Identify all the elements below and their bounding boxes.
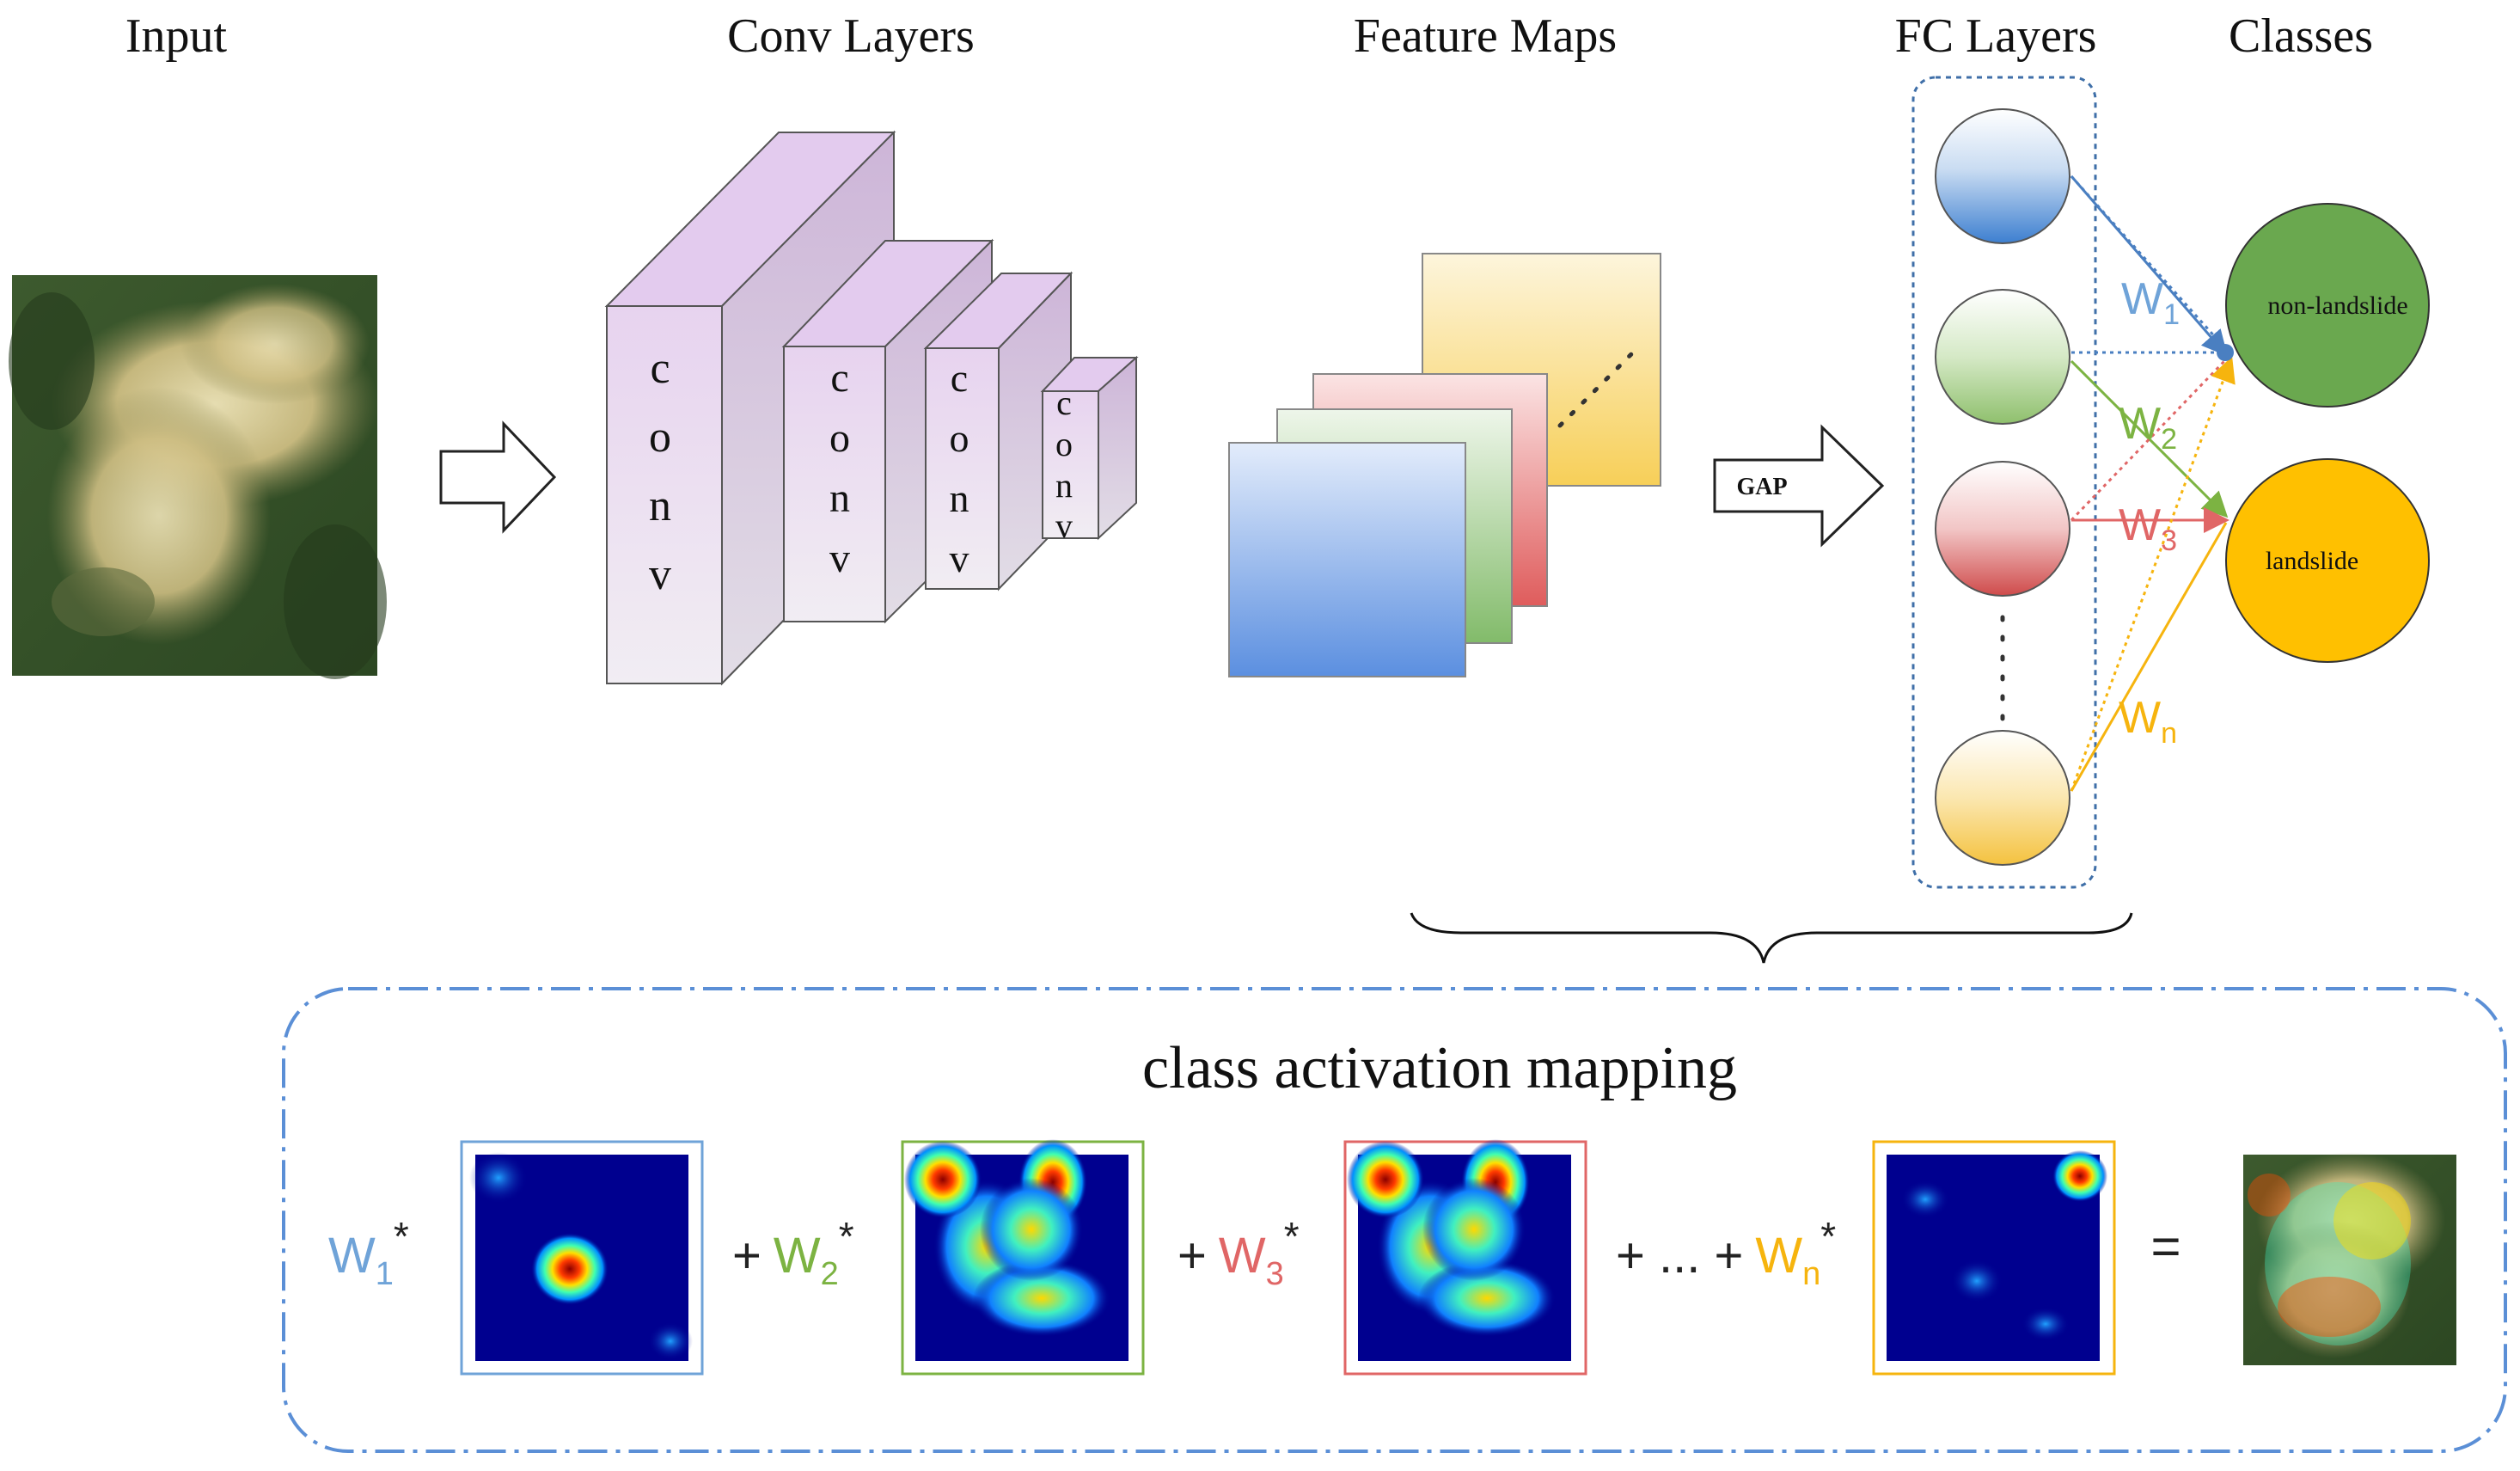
class-node-landslide (2225, 458, 2430, 663)
cam-result-overlay (2243, 1152, 2456, 1365)
gap-arrow: GAP (1713, 424, 1885, 548)
conv-letter: o (950, 416, 969, 460)
conv-letter: c (650, 344, 670, 393)
cam-heatmap-3 (1343, 1139, 1587, 1376)
cam-term-wn: + ... +Wn* (1616, 1214, 1836, 1292)
header-feature-maps: Feature Maps (1354, 9, 1617, 63)
weight-label-w2: W2 (2119, 399, 2177, 456)
cam-term-w1: W1* (328, 1214, 409, 1292)
fc-connections (2070, 175, 2236, 792)
input-satellite-image (9, 275, 387, 679)
conv-letter: v (829, 536, 850, 581)
conv-letter: o (829, 415, 850, 461)
weight-label-w1: W1 (2121, 274, 2180, 331)
weight-label-w3: W3 (2119, 500, 2177, 557)
conv-letter: o (649, 413, 671, 462)
fc-node-blue (1935, 108, 2070, 244)
cam-equals: = (2150, 1217, 2181, 1275)
cam-term-w2: +W2* (732, 1214, 854, 1292)
conv-letter: c (830, 355, 848, 401)
fc-node-red (1935, 461, 2070, 597)
curly-brace (1410, 912, 2133, 964)
header-conv-layers: Conv Layers (727, 9, 975, 63)
header-classes: Classes (2229, 9, 2373, 63)
cam-heatmap-1 (460, 1140, 704, 1376)
conv-letter: n (649, 481, 671, 530)
cam-term-w3: +W3* (1177, 1214, 1300, 1292)
cam-heatmap-2 (901, 1139, 1145, 1376)
conv-letter: v (649, 550, 671, 599)
conv-letter: c (951, 356, 968, 400)
conv-block-4: c o n v (1040, 355, 1139, 545)
class-node-non-landslide (2225, 203, 2430, 408)
weight-label-wn: Wn (2119, 693, 2177, 750)
header-input: Input (125, 9, 228, 63)
conv-letter: n (1055, 466, 1073, 505)
fc-node-green (1935, 289, 2070, 425)
header-fc-layers: FC Layers (1895, 9, 2097, 63)
feature-map-ellipsis (1557, 346, 1640, 428)
cam-heatmap-n (1872, 1140, 2116, 1376)
fc-node-yellow (1935, 730, 2070, 866)
feature-maps-stack (1228, 253, 1661, 677)
conv-letter: v (950, 536, 969, 580)
fc-layers-dashed-box (1911, 76, 2097, 889)
class-label-landslide: landslide (2266, 547, 2358, 575)
conv-letter: o (1055, 425, 1073, 463)
conv-letter: n (829, 475, 850, 521)
conv-letter: v (1055, 506, 1073, 545)
gap-label: GAP (1736, 474, 1787, 500)
conv-letter: c (1056, 383, 1072, 422)
hollow-arrow-icon (439, 420, 557, 534)
cam-panel (282, 987, 2507, 1453)
feature-map-blue (1228, 442, 1466, 677)
conv-letter: n (950, 476, 969, 520)
class-label-non-landslide: non-landslide (2267, 291, 2407, 320)
cam-title: class activation mapping (1142, 1035, 1737, 1101)
